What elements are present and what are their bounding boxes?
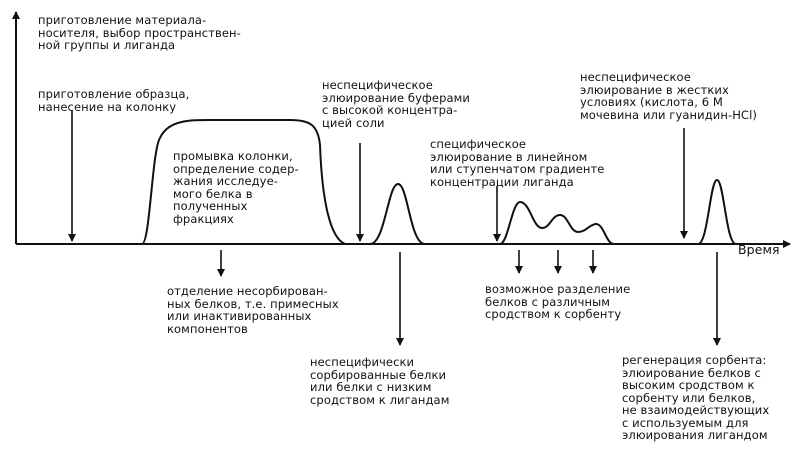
- wash-plateau-curve: [141, 119, 346, 245]
- label-specific-elution: специфическое элюирование в линейном или…: [430, 137, 605, 189]
- label-regeneration: регенерация сорбента: элюирование белков…: [622, 353, 770, 442]
- label-nonspecific-buffers: неспецифическое элюирование буферами с в…: [322, 78, 471, 130]
- nonspecific-peak: [369, 182, 426, 245]
- label-prep-material: приготовление материала- носителя, выбор…: [38, 13, 241, 52]
- label-prep-sample: приготовление образца, нанесение на коло…: [38, 87, 190, 114]
- label-wash-column: промывка колонки, определение содер- жан…: [173, 149, 299, 226]
- specific-elution-peaks: [499, 200, 615, 245]
- label-unsorbed: отделение несорбирован- ных белков, т.е.…: [167, 284, 339, 336]
- label-separation: возможное разделение белков с различным …: [485, 282, 631, 321]
- harsh-elution-peak: [697, 178, 737, 245]
- x-axis-label: Время: [738, 242, 780, 257]
- label-nonspecific-sorbed: неспецифически сорбированные белки или б…: [310, 355, 450, 407]
- label-harsh-elution: неспецифическое элюирование в жестких ус…: [580, 70, 757, 122]
